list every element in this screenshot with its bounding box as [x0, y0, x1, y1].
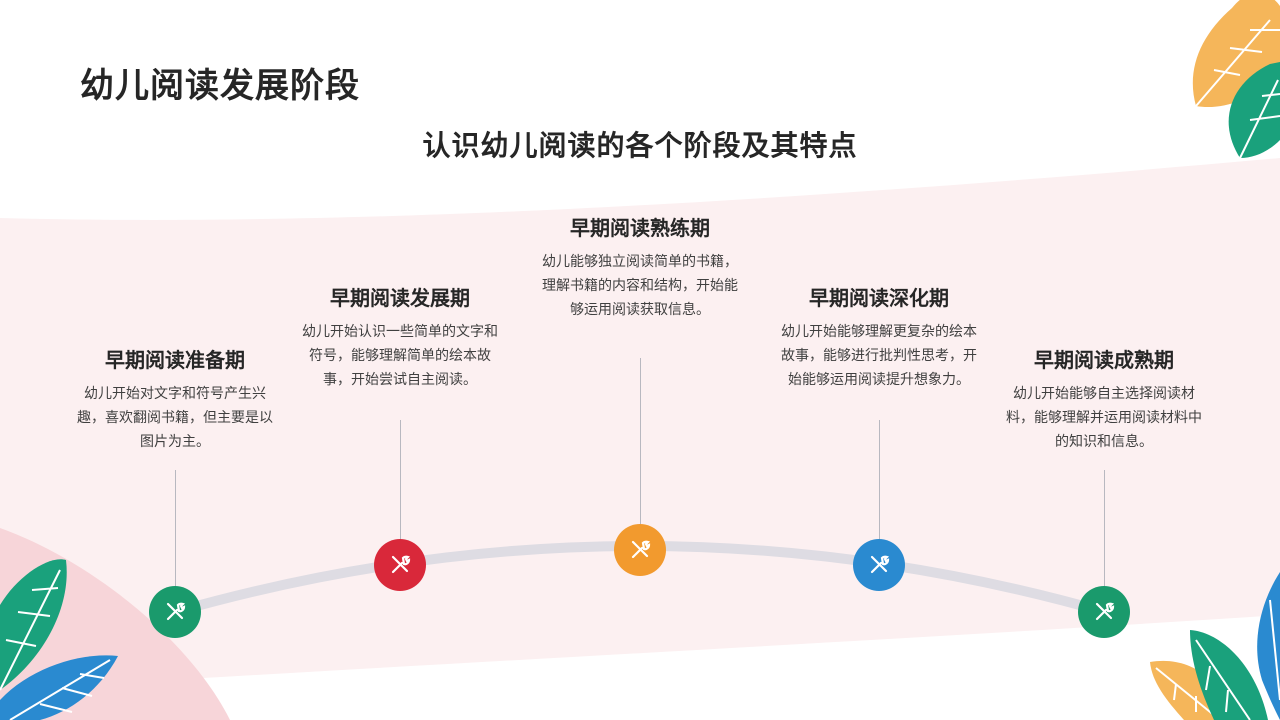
tools-icon — [388, 553, 412, 577]
stage-card: 早期阅读成熟期 幼儿开始能够自主选择阅读材料，能够理解并运用阅读材料中的知识和信… — [1004, 346, 1204, 454]
connector-line — [879, 420, 880, 540]
stage-description: 幼儿开始能够自主选择阅读材料，能够理解并运用阅读材料中的知识和信息。 — [1004, 382, 1204, 454]
stage-card: 早期阅读发展期 幼儿开始认识一些简单的文字和符号，能够理解简单的绘本故事，开始尝… — [300, 284, 500, 392]
stage-title: 早期阅读成熟期 — [1004, 346, 1204, 374]
connector-line — [400, 420, 401, 540]
stage-node — [1078, 586, 1130, 638]
stage-title: 早期阅读准备期 — [75, 346, 275, 374]
connector-line — [640, 358, 641, 524]
stage-node — [614, 524, 666, 576]
tools-icon — [1092, 600, 1116, 624]
stage-description: 幼儿能够独立阅读简单的书籍，理解书籍的内容和结构，开始能够运用阅读获取信息。 — [540, 250, 740, 322]
stage-node — [853, 539, 905, 591]
stage-description: 幼儿开始对文字和符号产生兴趣，喜欢翻阅书籍，但主要是以图片为主。 — [75, 382, 275, 454]
connector-line — [175, 470, 176, 588]
stage-title: 早期阅读深化期 — [779, 284, 979, 312]
stage-title: 早期阅读熟练期 — [540, 214, 740, 242]
connector-line — [1104, 470, 1105, 588]
stage-title: 早期阅读发展期 — [300, 284, 500, 312]
tools-icon — [628, 538, 652, 562]
stage-description: 幼儿开始能够理解更复杂的绘本故事，能够进行批判性思考，开始能够运用阅读提升想象力… — [779, 320, 979, 392]
tools-icon — [163, 600, 187, 624]
stage-card: 早期阅读准备期 幼儿开始对文字和符号产生兴趣，喜欢翻阅书籍，但主要是以图片为主。 — [75, 346, 275, 454]
page-subtitle: 认识幼儿阅读的各个阶段及其特点 — [0, 124, 1280, 164]
stage-card: 早期阅读熟练期 幼儿能够独立阅读简单的书籍，理解书籍的内容和结构，开始能够运用阅… — [540, 214, 740, 322]
page-title: 幼儿阅读发展阶段 — [80, 58, 360, 107]
tools-icon — [867, 553, 891, 577]
stage-node — [374, 539, 426, 591]
stage-card: 早期阅读深化期 幼儿开始能够理解更复杂的绘本故事，能够进行批判性思考，开始能够运… — [779, 284, 979, 392]
stage-description: 幼儿开始认识一些简单的文字和符号，能够理解简单的绘本故事，开始尝试自主阅读。 — [300, 320, 500, 392]
stage-node — [149, 586, 201, 638]
